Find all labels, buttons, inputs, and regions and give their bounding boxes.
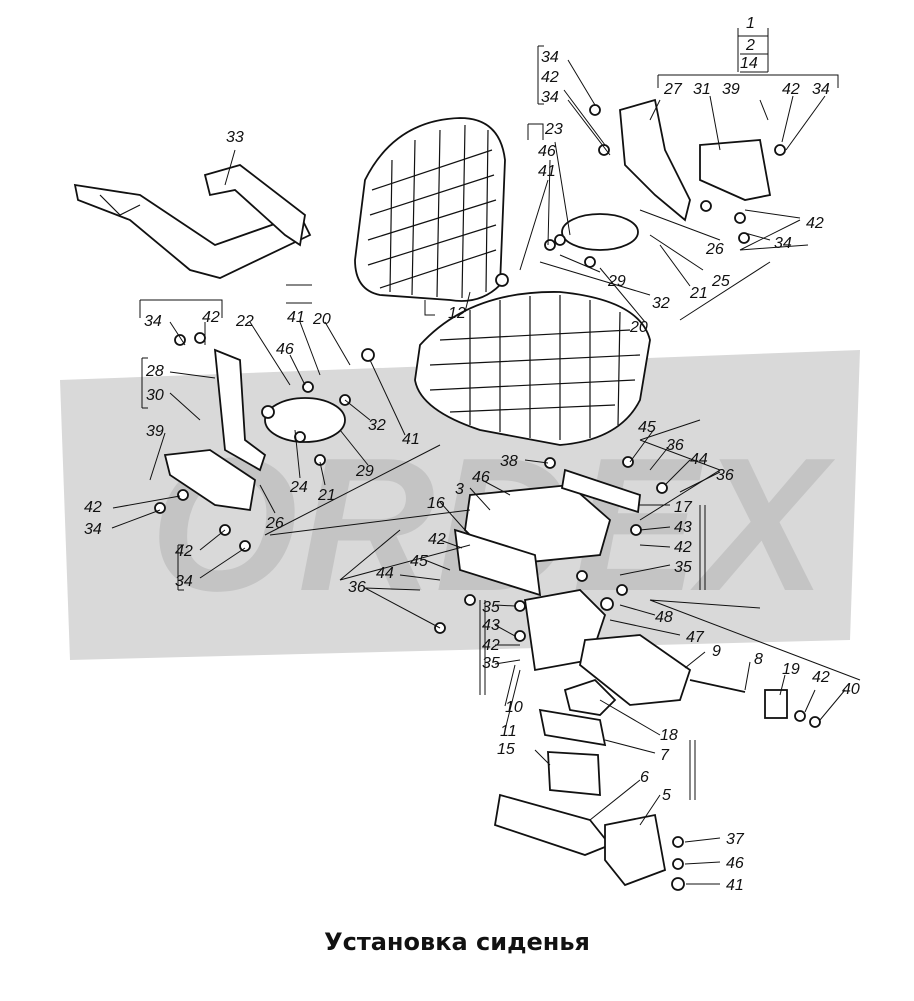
label-16: 16	[427, 495, 445, 512]
label-34: 34	[84, 521, 102, 538]
label-6: 6	[640, 769, 649, 786]
label-15: 15	[497, 741, 515, 758]
label-39: 39	[146, 423, 164, 440]
seat-cushion	[414, 291, 651, 446]
label-42: 42	[482, 637, 500, 654]
label-41: 41	[726, 877, 744, 894]
label-27: 27	[663, 81, 683, 98]
label-31: 31	[693, 81, 711, 98]
label-45: 45	[410, 553, 428, 570]
label-35: 35	[482, 655, 500, 672]
label-42: 42	[428, 531, 446, 548]
fasteners	[154, 104, 821, 891]
label-46: 46	[472, 469, 490, 486]
label-36: 36	[666, 437, 684, 454]
label-36: 36	[348, 579, 366, 596]
mount-plates	[453, 468, 641, 597]
leader-lines	[111, 59, 846, 885]
label-47: 47	[686, 629, 705, 646]
armrest-part-33	[73, 164, 312, 279]
label-38: 38	[500, 453, 518, 470]
label-2-top: 2	[745, 37, 755, 54]
diagram-caption: Установка сиденья	[324, 928, 590, 956]
label-8: 8	[754, 651, 763, 668]
label-42: 42	[782, 81, 800, 98]
label-34: 34	[774, 235, 792, 252]
bracket-marks	[139, 28, 861, 800]
label-5: 5	[662, 787, 671, 804]
label-20: 20	[312, 311, 331, 328]
label-9: 9	[712, 643, 721, 660]
label-21: 21	[317, 487, 336, 504]
label-30: 30	[146, 387, 164, 404]
watermark-shape	[60, 350, 860, 660]
label-42: 42	[84, 499, 102, 516]
label-40: 40	[842, 681, 860, 698]
label-29: 29	[607, 273, 626, 290]
label-17: 17	[674, 499, 693, 516]
label-35: 35	[674, 559, 692, 576]
label-29: 29	[355, 463, 374, 480]
label-41: 41	[287, 309, 305, 326]
label-7: 7	[660, 747, 670, 764]
label-41: 41	[402, 431, 420, 448]
label-34: 34	[541, 89, 559, 106]
label-42: 42	[175, 543, 193, 560]
part-labels: 1 2 14 27 31 39 42 34 34 42 34 23 46 41 …	[84, 15, 860, 894]
label-32: 32	[368, 417, 386, 434]
label-35: 35	[482, 599, 500, 616]
label-34: 34	[541, 49, 559, 66]
label-34: 34	[144, 313, 162, 330]
label-46: 46	[726, 855, 744, 872]
label-44: 44	[690, 451, 708, 468]
label-34: 34	[812, 81, 830, 98]
label-10: 10	[505, 699, 523, 716]
label-26: 26	[265, 515, 284, 532]
label-18: 18	[660, 727, 678, 744]
label-23: 23	[544, 121, 563, 138]
label-34: 34	[175, 573, 193, 590]
label-39: 39	[722, 81, 740, 98]
label-3: 3	[455, 481, 464, 498]
label-19: 19	[782, 661, 800, 678]
label-45: 45	[638, 419, 656, 436]
label-42: 42	[812, 669, 830, 686]
label-42: 42	[806, 215, 824, 232]
label-43: 43	[674, 519, 692, 536]
suspension-assembly	[493, 589, 788, 887]
label-36: 36	[716, 467, 734, 484]
label-26: 26	[705, 241, 724, 258]
right-bracket-part-27	[561, 98, 772, 251]
backrest-part-12	[354, 117, 506, 302]
label-21: 21	[689, 285, 708, 302]
label-33: 33	[226, 129, 244, 146]
label-37: 37	[726, 831, 745, 848]
label-41: 41	[538, 163, 556, 180]
label-42: 42	[202, 309, 220, 326]
label-44: 44	[376, 565, 394, 582]
label-32: 32	[652, 295, 670, 312]
label-22: 22	[235, 313, 254, 330]
label-1-top: 1	[746, 15, 755, 32]
label-20: 20	[629, 319, 648, 336]
left-bracket-part-28	[163, 348, 346, 512]
label-42: 42	[541, 69, 559, 86]
label-28: 28	[145, 363, 164, 380]
label-12: 12	[448, 305, 466, 322]
label-25: 25	[711, 273, 730, 290]
label-43: 43	[482, 617, 500, 634]
label-42: 42	[674, 539, 692, 556]
label-24: 24	[289, 479, 308, 496]
label-48: 48	[655, 609, 673, 626]
label-11: 11	[500, 723, 517, 740]
label-14-top: 14	[740, 55, 758, 72]
label-46: 46	[538, 143, 556, 160]
label-46: 46	[276, 341, 294, 358]
